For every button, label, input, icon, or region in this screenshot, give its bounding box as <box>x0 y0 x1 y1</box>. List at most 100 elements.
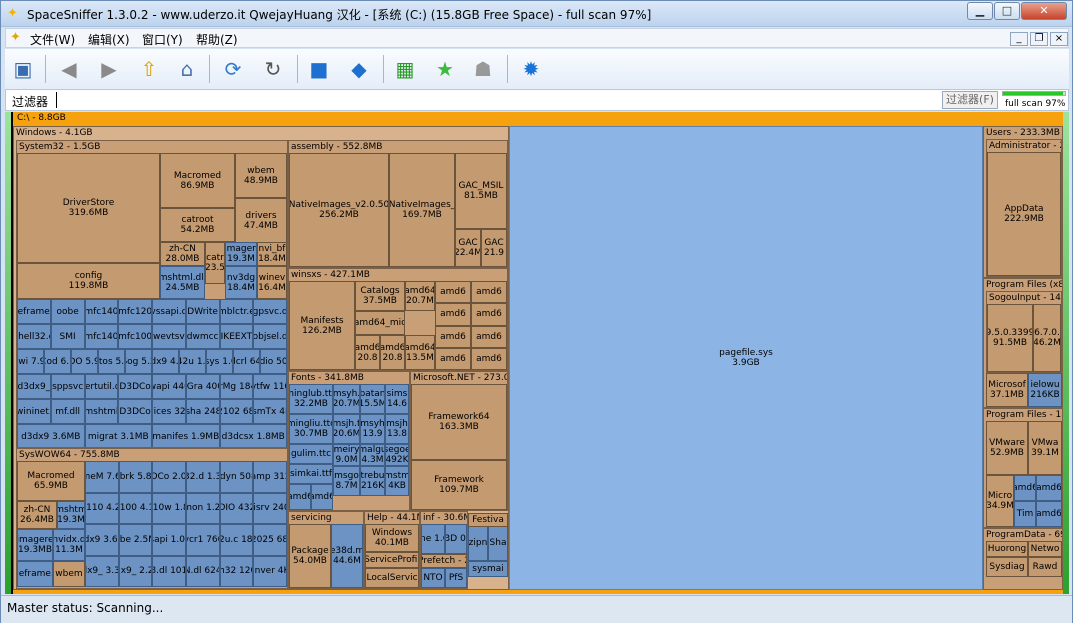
tile[interactable]: PfS <box>445 568 467 588</box>
tile[interactable]: ine 1.6 <box>421 524 445 554</box>
maximize-button[interactable]: □ <box>994 2 1020 20</box>
cube-icon[interactable]: ■ <box>309 57 329 81</box>
file-tile[interactable]: GameM 7.6MB <box>85 461 119 493</box>
file-tile[interactable]: objsel.d <box>253 324 287 349</box>
file-tile[interactable]: wininet. <box>17 399 51 424</box>
file-tile[interactable]: d3dx9 3.6MB <box>85 524 119 556</box>
file-tile[interactable]: Sog 5.2 <box>125 349 152 374</box>
menu-file[interactable]: 文件(W) <box>30 33 76 47</box>
file-tile[interactable]: mfc100 <box>118 324 152 349</box>
tile[interactable]: msyh.20.7M <box>333 384 360 414</box>
tile[interactable]: gulim.ttc <box>289 444 333 464</box>
file-tile[interactable]: WsmTx 4KB <box>253 399 287 424</box>
folder-program-files-x86[interactable]: Program Files (x86 SogouInput - 141. 9.5… <box>983 278 1063 408</box>
file-tile[interactable]: d3dx9_ <box>17 374 51 399</box>
file-tile[interactable]: C_2025 68KB <box>253 524 287 556</box>
tile[interactable]: amd64_mic <box>355 311 405 335</box>
tile[interactable]: NativeImages_169.7MB <box>389 153 455 267</box>
file-tile[interactable]: mf.dll <box>50 399 85 424</box>
file-tile[interactable]: P2PGra 400KB <box>185 374 220 399</box>
file-tile[interactable]: D3DCo <box>118 399 152 424</box>
file-tile[interactable]: pku2u.c 184KB <box>219 524 254 556</box>
file-tile[interactable]: oobe <box>50 299 85 324</box>
folder-windows[interactable]: Windows - 4.1GB System32 - 1.5GB DriverS… <box>13 126 509 590</box>
file-tile[interactable]: amd6 <box>435 303 471 326</box>
up-folder-icon[interactable]: ⇧ <box>140 57 158 81</box>
refresh-icon[interactable]: ⟳ <box>224 57 242 81</box>
tile[interactable]: amd6 <box>1014 475 1036 501</box>
file-tile[interactable]: vdsdyn 508KB <box>219 461 254 493</box>
cube-open-icon[interactable]: ◆ <box>351 57 367 81</box>
file-tile[interactable]: iertutil.d <box>84 374 119 399</box>
tile[interactable]: batan15.5M <box>360 384 385 414</box>
file-tile[interactable]: mfc120 <box>118 299 152 324</box>
file-tile[interactable]: amd6 <box>471 281 507 304</box>
tile[interactable]: minglub.ttc32.2MB <box>289 384 333 414</box>
file-tile[interactable]: winver 4KB <box>253 555 287 587</box>
file-tile[interactable]: amd6 <box>435 325 471 348</box>
tile[interactable]: amd6 <box>289 484 311 510</box>
tile[interactable]: wbem <box>53 561 85 587</box>
file-tile[interactable]: ole32.d 1.3MB <box>186 461 220 493</box>
file-tile[interactable]: msidcrl 648KB <box>233 349 260 374</box>
file-tile[interactable]: mfc100 4.1MB <box>118 492 153 524</box>
file-tile[interactable]: shlwapi 440KB <box>152 374 186 399</box>
file-tile[interactable]: d3d10w 1.8MB <box>152 492 186 524</box>
minimize-button[interactable]: ▁ <box>967 2 993 20</box>
tile[interactable]: amd6 <box>1036 501 1062 527</box>
file-tile[interactable]: imm32 120KB <box>219 555 254 587</box>
file-tile[interactable]: D3DCo <box>118 374 152 399</box>
file-tile[interactable]: DWrite <box>185 299 220 324</box>
tile[interactable]: simkai.ttf <box>289 464 333 484</box>
tile[interactable]: sysmai <box>468 561 508 577</box>
forward-icon[interactable]: ▶ <box>101 57 117 81</box>
back-icon[interactable]: ◀ <box>61 57 77 81</box>
file-tile[interactable]: RstrMg 184KB <box>219 374 254 399</box>
tile[interactable]: mshtm19.3M <box>57 501 85 529</box>
ghost-icon[interactable]: ☗ <box>474 57 492 81</box>
file-tile[interactable]: shell32.d <box>17 324 51 349</box>
file-tile[interactable]: d3dx9_ 3.3MB <box>85 555 119 587</box>
folder-fonts[interactable]: Fonts - 341.8MB minglub.ttc32.2MB msyh.2… <box>288 371 410 511</box>
file-tile[interactable]: vssapi.d <box>152 299 186 324</box>
file-tile[interactable]: wevtsv <box>152 324 186 349</box>
mdi-minimize-button[interactable]: _ <box>1010 32 1028 46</box>
tile[interactable]: Rawd <box>1028 557 1062 577</box>
file-tile[interactable]: mfc110 4.2MB <box>85 492 119 524</box>
file-tile[interactable]: cdosys 1.0MB <box>206 349 233 374</box>
tile[interactable]: malgu4.3M <box>360 444 385 466</box>
file-tile[interactable]: vssapi 1.0MB <box>152 524 186 556</box>
tile[interactable]: Tim <box>1014 501 1036 527</box>
